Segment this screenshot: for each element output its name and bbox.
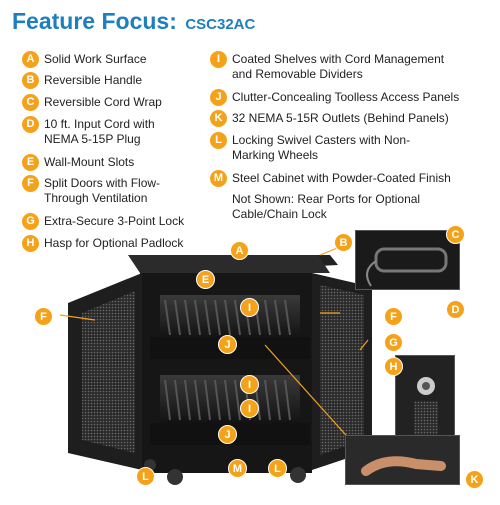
feature-a: A Solid Work Surface xyxy=(22,51,212,68)
feature-g: G Extra-Secure 3-Point Lock xyxy=(22,213,212,230)
callout-i-1: I xyxy=(240,298,259,317)
feature-b-text: Reversible Handle xyxy=(44,73,143,87)
outlet-panel-image xyxy=(361,456,446,476)
callout-i-3: I xyxy=(240,399,259,418)
feature-k: K 32 NEMA 5-15R Outlets (Behind Panels) xyxy=(210,110,500,127)
callout-f-left: F xyxy=(34,307,53,326)
callout-l-left: L xyxy=(136,467,155,486)
callout-j-2: J xyxy=(218,425,237,444)
badge-f: F xyxy=(22,175,39,192)
badge-e: E xyxy=(22,154,39,171)
feature-d: D 10 ft. Input Cord with NEMA 5-15P Plug xyxy=(22,116,182,147)
feature-j-text: Clutter-Concealing Toolless Access Panel… xyxy=(232,90,460,104)
callout-a: A xyxy=(230,241,249,260)
callout-m: M xyxy=(228,459,247,478)
badge-g: G xyxy=(22,213,39,230)
feature-j: J Clutter-Concealing Toolless Access Pan… xyxy=(210,89,500,106)
callout-g: G xyxy=(384,333,403,352)
feature-h-text: Hasp for Optional Padlock xyxy=(44,236,184,250)
cord-wrap-image xyxy=(366,247,448,287)
feature-f: F Split Doors with Flow-Through Ventilat… xyxy=(22,175,202,206)
badge-h: H xyxy=(22,235,39,252)
feature-g-text: Extra-Secure 3-Point Lock xyxy=(44,214,185,228)
badge-d: D xyxy=(22,116,39,133)
feature-m-text: Steel Cabinet with Powder-Coated Finish xyxy=(232,171,451,185)
callout-k: K xyxy=(465,470,484,489)
feature-h: H Hasp for Optional Padlock xyxy=(22,235,212,252)
callout-d: D xyxy=(446,300,465,319)
badge-k: K xyxy=(210,110,227,127)
badge-i: I xyxy=(210,51,227,68)
badge-j: J xyxy=(210,89,227,106)
feature-l: L Locking Swivel Casters with Non-Markin… xyxy=(210,132,420,163)
badge-m: M xyxy=(210,170,227,187)
feature-f-text: Split Doors with Flow-Through Ventilatio… xyxy=(44,176,161,205)
feature-k-text: 32 NEMA 5-15R Outlets (Behind Panels) xyxy=(232,111,449,125)
page-title: Feature Focus: CSC32AC xyxy=(12,8,255,35)
callout-b: B xyxy=(334,233,353,252)
badge-l: L xyxy=(210,132,227,149)
feature-m: M Steel Cabinet with Powder-Coated Finis… xyxy=(210,170,500,187)
callout-i-2: I xyxy=(240,375,259,394)
title-text: Feature Focus: xyxy=(12,8,177,34)
feature-e: E Wall-Mount Slots xyxy=(22,154,212,171)
callout-c: C xyxy=(446,225,465,244)
cord-wrap-inset xyxy=(355,230,460,290)
outlet-panel-inset xyxy=(345,435,460,485)
feature-c: C Reversible Cord Wrap xyxy=(22,94,212,111)
callout-e: E xyxy=(196,270,215,289)
feature-d-text: 10 ft. Input Cord with NEMA 5-15P Plug xyxy=(44,117,155,146)
callout-f-right: F xyxy=(384,307,403,326)
cabinet-photo: A B C D E F F G H I I I J J K L L M xyxy=(0,225,500,500)
feature-c-text: Reversible Cord Wrap xyxy=(44,95,162,109)
feature-i-text: Coated Shelves with Cord Management and … xyxy=(232,52,445,81)
feature-a-text: Solid Work Surface xyxy=(44,52,147,66)
not-shown-note: Not Shown: Rear Ports for Optional Cable… xyxy=(232,192,421,221)
feature-l-text: Locking Swivel Casters with Non-Marking … xyxy=(232,133,411,162)
model-number: CSC32AC xyxy=(185,16,256,33)
badge-b: B xyxy=(22,72,39,89)
feature-i: I Coated Shelves with Cord Management an… xyxy=(210,51,465,82)
feature-b: B Reversible Handle xyxy=(22,72,212,89)
feature-e-text: Wall-Mount Slots xyxy=(44,155,135,169)
badge-a: A xyxy=(22,51,39,68)
callout-h: H xyxy=(384,357,403,376)
callout-j-1: J xyxy=(218,335,237,354)
callout-l-right: L xyxy=(268,459,287,478)
badge-c: C xyxy=(22,94,39,111)
